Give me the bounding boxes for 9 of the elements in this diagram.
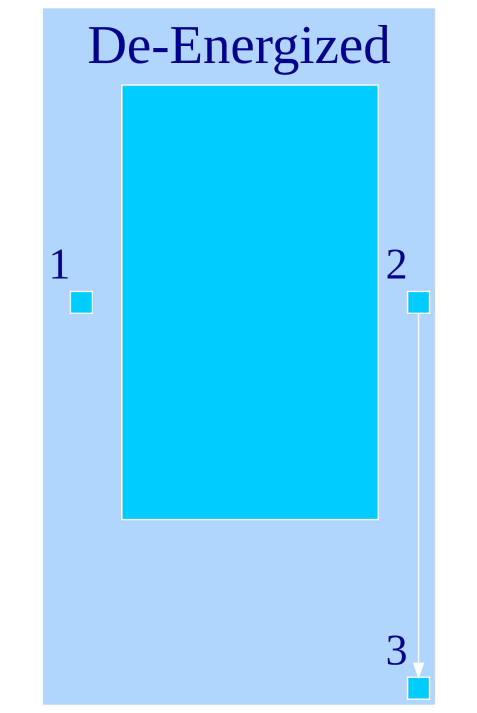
arrow bbox=[412, 314, 424, 680]
node-box bbox=[406, 290, 430, 314]
node-label: 1 bbox=[48, 240, 70, 289]
node-box bbox=[69, 290, 93, 314]
diagram-title: De-Energized bbox=[86, 14, 390, 76]
node-box bbox=[406, 676, 430, 700]
node-label: 3 bbox=[385, 626, 408, 674]
node-label: 2 bbox=[385, 240, 408, 289]
node-box bbox=[120, 84, 378, 520]
